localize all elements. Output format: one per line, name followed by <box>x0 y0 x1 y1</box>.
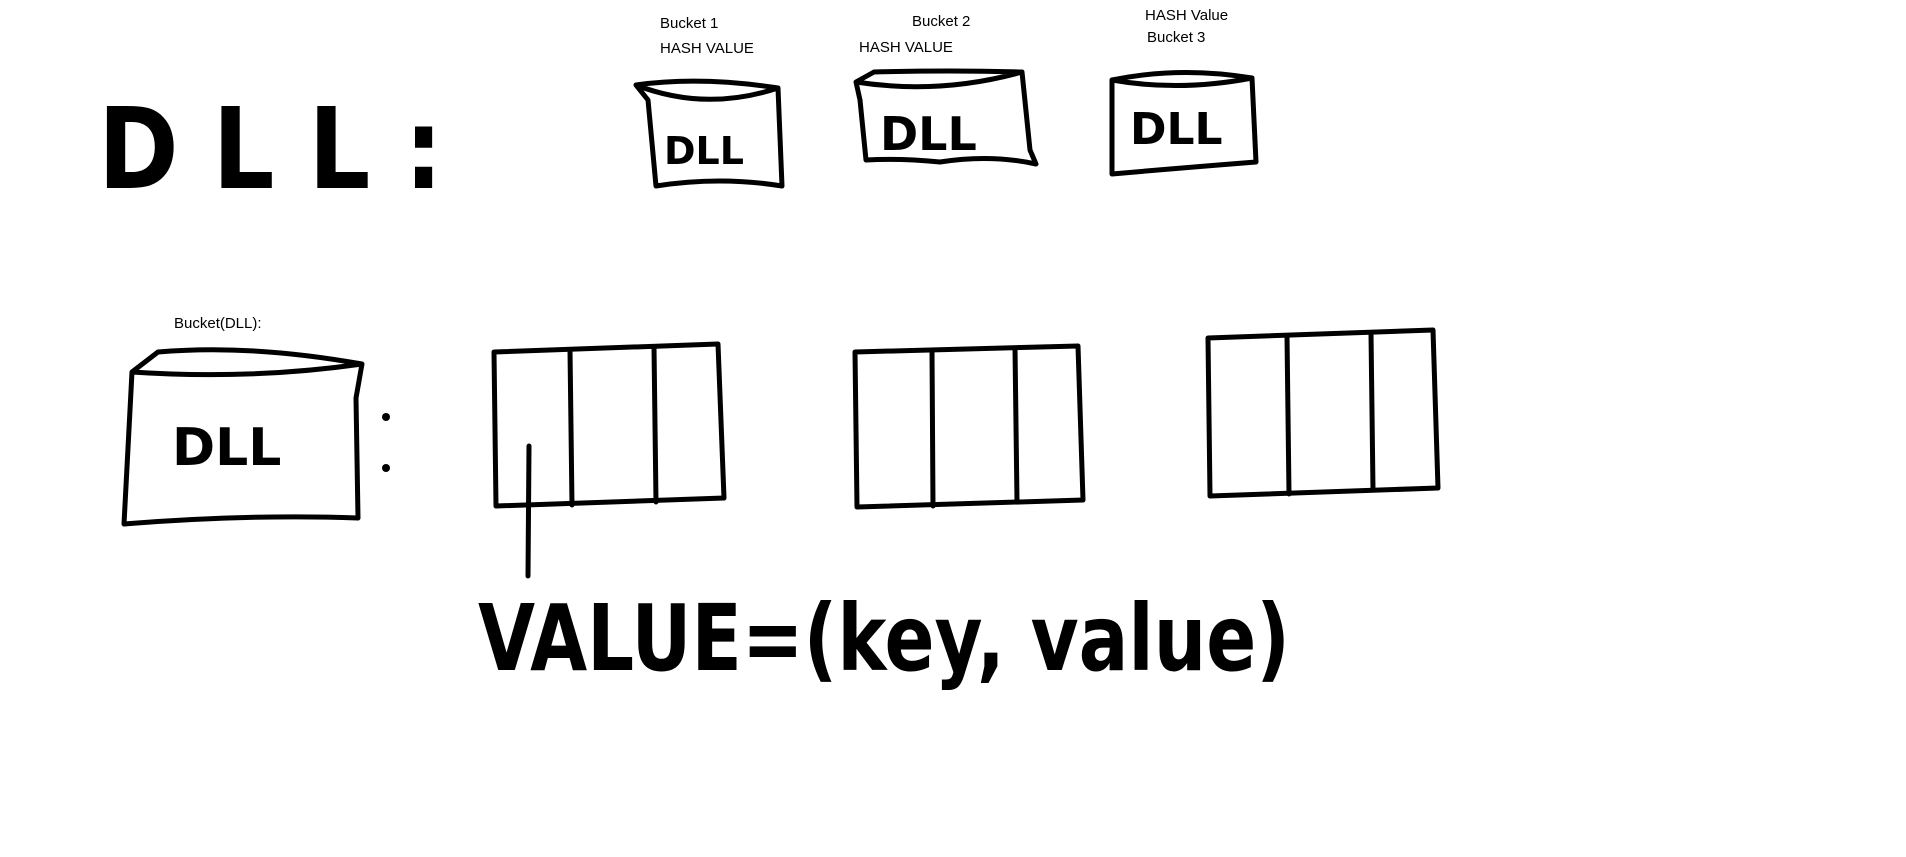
bucket-1-box <box>633 78 785 189</box>
bucket-detail-heading: Bucket(DLL): <box>174 315 262 332</box>
bucket-1-hash-label: HASH VALUE <box>660 40 754 57</box>
colon-dot-top <box>382 413 390 421</box>
colon-dot-bottom <box>382 464 390 472</box>
bucket-2-hash-label: HASH VALUE <box>859 39 953 56</box>
bucket-2: Bucket 2 HASH VALUE DLL <box>853 13 1039 167</box>
bucket-3-label: Bucket 3 <box>1147 29 1205 46</box>
bucket-detail-box-text: DLL <box>172 418 281 478</box>
node-1-divider-1 <box>567 347 575 508</box>
bucket-3-box-text: DLL <box>1130 104 1223 155</box>
bucket-1: Bucket 1 HASH VALUE DLL <box>633 15 785 189</box>
bucket-3-hash-label: HASH Value <box>1145 7 1228 24</box>
node-3-divider-1 <box>1284 333 1292 497</box>
dll-title: D L L : <box>98 85 443 215</box>
bucket-1-box-text: DLL <box>664 129 744 173</box>
node-3-outline <box>1205 327 1441 499</box>
node-2-divider-2 <box>1012 345 1020 505</box>
node-2-divider-1 <box>929 347 936 509</box>
node-2-outline <box>852 343 1086 510</box>
dll-node-1 <box>491 341 727 509</box>
node-1-divider-2 <box>651 344 659 505</box>
bucket-detail-box <box>121 347 365 527</box>
bucket-2-box-text: DLL <box>880 107 977 161</box>
dll-node-3 <box>1205 327 1441 499</box>
bucket-3: HASH Value Bucket 3 DLL <box>1109 7 1259 177</box>
bucket-1-label: Bucket 1 <box>660 15 718 32</box>
node-1-outline <box>491 341 727 509</box>
dll-node-2 <box>852 343 1086 510</box>
bucket-2-box <box>853 68 1039 167</box>
bucket-detail: DLL <box>121 347 390 527</box>
bucket-3-box <box>1109 70 1259 177</box>
node-3-divider-2 <box>1368 330 1376 493</box>
value-pointer-line <box>525 443 532 579</box>
bucket-2-label: Bucket 2 <box>912 13 970 30</box>
value-formula: VALUE=(key, value) <box>478 585 1290 692</box>
